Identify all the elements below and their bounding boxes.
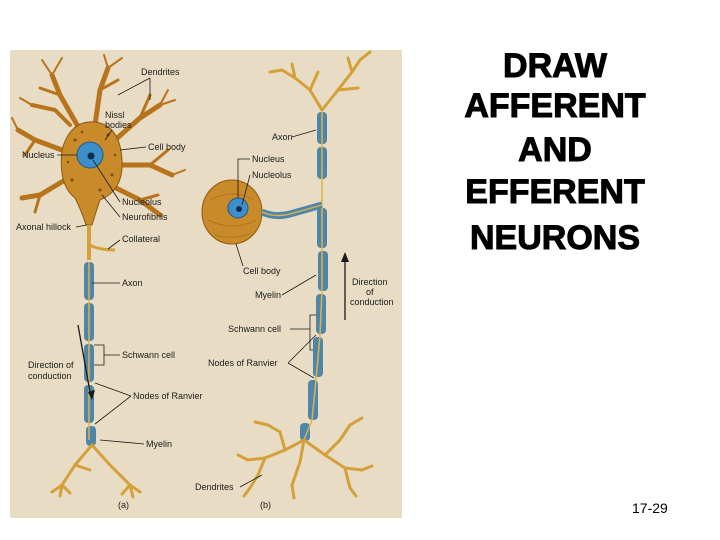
panel-a-collateral [88,243,116,252]
label-a-axonal-hillock: Axonal hillock [16,222,72,232]
label-b-direction-3: conduction [350,297,394,307]
label-a-nucleus: Nucleus [22,150,55,160]
panel-b-neuron [201,50,374,500]
panel-a-neuron [11,54,186,499]
panel-a-axon-terminals [50,443,142,499]
label-a-dendrites: Dendrites [141,67,180,77]
panel-a-dendrites [11,54,186,218]
label-b-axon: Axon [272,132,293,142]
label-b-direction-1: Direction [352,277,388,287]
panel-a-direction-arrow [77,324,95,400]
label-b-nodes-of-ranvier: Nodes of Ranvier [208,358,278,368]
label-b-direction-2: of [366,287,374,297]
panel-a-nucleolus [87,152,95,160]
label-b-dendrites: Dendrites [195,482,234,492]
label-a-schwann-cell: Schwann cell [122,350,175,360]
label-a-nucleolus: Nucleolus [122,197,162,207]
label-a-collateral: Collateral [122,234,160,244]
panel-b-labels: Axon Nucleus Nucleolus Cell body Myelin … [195,129,394,510]
title-line-3: AND [518,131,593,170]
label-a-bodies: bodies [105,120,132,130]
panel-a-nissl-bodies [66,130,117,192]
title-line-1: DRAW [503,47,608,86]
panel-b-dendrites [236,416,374,500]
label-a-cell-body: Cell body [148,142,186,152]
label-a-axon: Axon [122,278,143,288]
panel-a-labels: Dendrites Nissl bodies Nucleus Cell body… [16,67,203,510]
label-a-neurofibrils: Neurofibrils [122,212,168,222]
label-b-nucleolus: Nucleolus [252,170,292,180]
label-a-nodes-of-ranvier: Nodes of Ranvier [133,391,203,401]
label-a-direction-2: conduction [28,371,72,381]
panel-a-cell-body [60,121,123,226]
panel-b-myelin-lower [300,208,328,441]
title-line-4: EFFERENT [465,173,645,212]
panel-b-tag: (b) [260,500,271,510]
label-a-myelin: Myelin [146,439,172,449]
label-a-direction-1: Direction of [28,360,74,370]
slide-number: 17-29 [632,500,668,516]
title-line-5: NEURONS [469,219,641,258]
panel-b-myelin-upper [317,112,327,205]
figure-background [10,50,402,518]
panel-b-nucleolus [236,206,242,212]
label-a-nissl: Nissl [105,110,125,120]
label-b-nucleus: Nucleus [252,154,285,164]
label-b-myelin: Myelin [255,290,281,300]
label-b-schwann-cell: Schwann cell [228,324,281,334]
panel-b-cell-texture [207,193,257,238]
label-b-cell-body: Cell body [243,266,281,276]
panel-a-tag: (a) [118,500,129,510]
panel-b-direction-arrow [341,252,349,320]
title-line-2: AFFERENT [464,87,646,126]
panel-b-axon-terminals [268,50,372,112]
